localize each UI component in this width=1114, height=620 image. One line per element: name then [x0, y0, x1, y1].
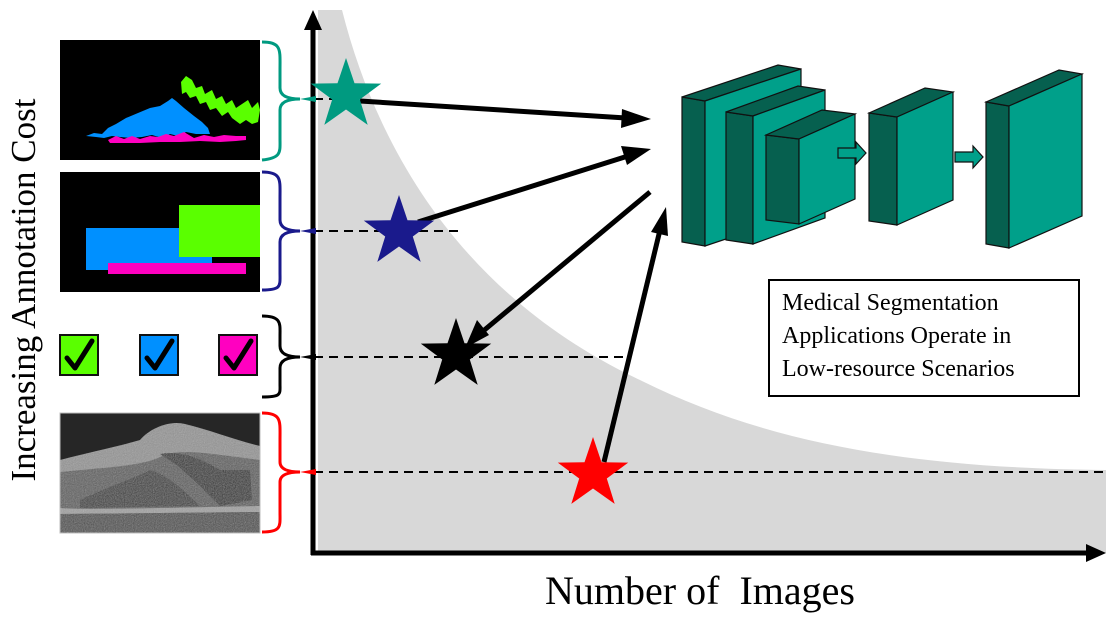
network-flow-arrow-1 — [837, 140, 867, 166]
checkmark-icon — [64, 338, 95, 371]
middle-block — [866, 87, 956, 226]
x-axis-arrowhead — [1086, 544, 1106, 562]
arrowhead-1 — [621, 109, 651, 128]
arrow-unlabeled-to-network — [601, 229, 663, 463]
brace-bbox — [261, 170, 301, 292]
arrowhead-3 — [465, 320, 489, 348]
info-box-line-1: Medical Segmentation — [782, 290, 999, 316]
arrowhead-4 — [651, 207, 668, 236]
arrowhead-2 — [621, 146, 651, 165]
checkmark-icon — [144, 338, 175, 371]
annotation-level-stars — [310, 58, 629, 504]
flow-arrows — [359, 98, 663, 463]
y-axis-label: Increasing Annotation Cost — [4, 98, 43, 482]
bbox-magenta — [108, 263, 246, 274]
checkmark-icon — [223, 338, 254, 371]
low-resource-region — [318, 10, 1106, 553]
annotation-braces — [261, 40, 301, 534]
arrow-bbox-to-network — [417, 153, 629, 225]
thumbnail-oct-scan — [59, 412, 261, 534]
brace-labels — [261, 314, 301, 399]
info-box-line-3: Low-resource Scenarios — [782, 356, 1015, 382]
mask-blue-region — [86, 98, 210, 138]
brace-segmentation — [261, 40, 301, 162]
flow-arrowheads — [465, 109, 668, 348]
mask-magenta-region — [108, 132, 246, 143]
mask-green-region — [181, 76, 260, 124]
star-segmentation-mask — [310, 58, 382, 125]
arrow-labels-to-network — [468, 190, 652, 344]
encoder-block-3 — [763, 109, 858, 225]
info-box-line-2: Applications Operate in — [782, 323, 1012, 349]
star-oct-scan — [557, 437, 629, 504]
segmentation-network — [681, 64, 1085, 249]
thumbnail-checkbox-labels — [59, 334, 258, 376]
brace-unlabeled — [261, 411, 301, 534]
bbox-green — [179, 205, 260, 257]
network-flow-arrow-2 — [954, 144, 984, 170]
star-checkbox-labels — [420, 318, 492, 385]
info-box: Medical Segmentation Applications Operat… — [768, 279, 1080, 397]
y-axis-arrowhead — [304, 10, 322, 30]
star-bounding-box — [363, 195, 435, 262]
arrow-segmentation-to-network — [359, 98, 627, 121]
x-axis-label: Number of Images — [545, 568, 855, 613]
thumbnail-bounding-box — [60, 172, 260, 292]
brace-tips — [300, 96, 316, 475]
thumbnail-segmentation-mask — [60, 40, 260, 160]
output-block — [983, 69, 1085, 249]
